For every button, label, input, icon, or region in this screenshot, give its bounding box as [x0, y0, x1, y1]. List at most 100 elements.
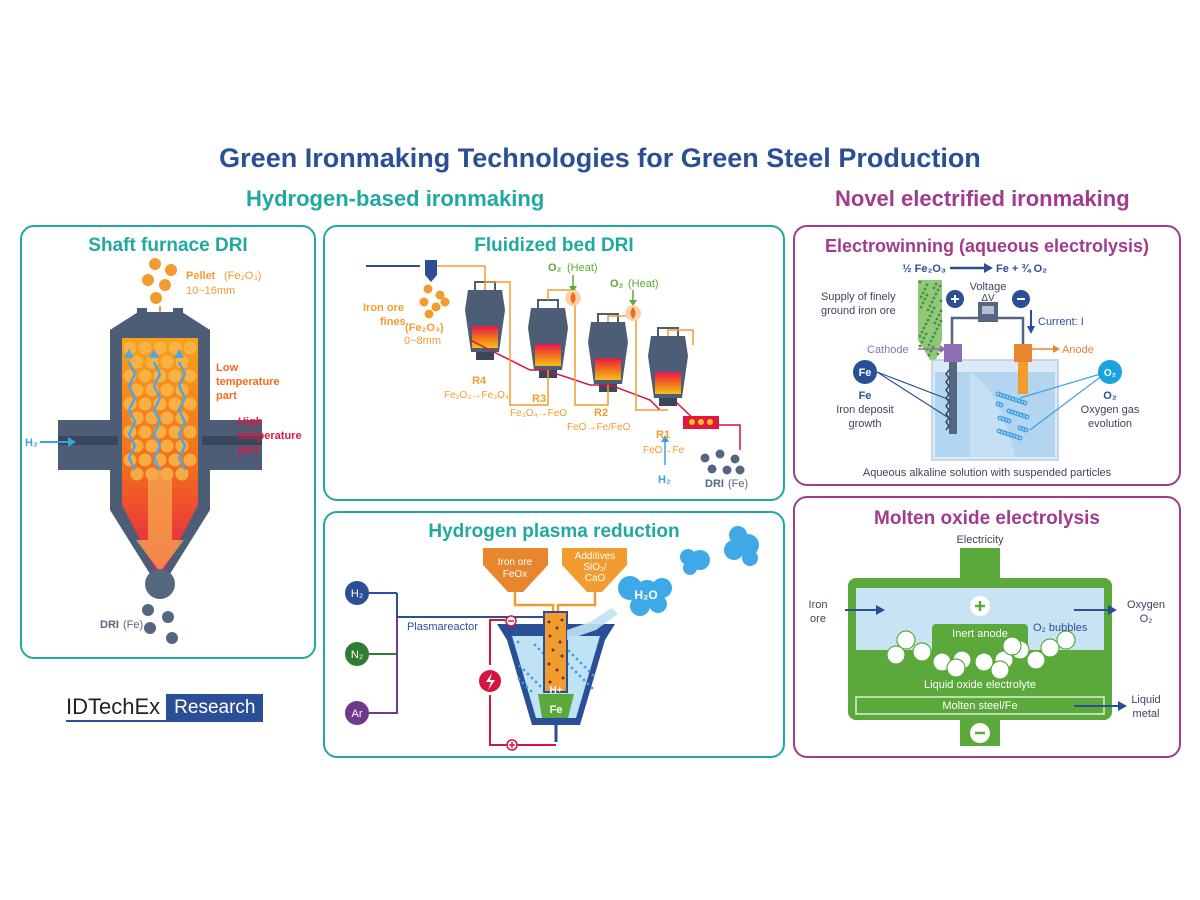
- r3-equation: Fe₃O₄→FeO: [510, 408, 567, 419]
- o2-label: O₂: [1103, 390, 1117, 402]
- panel-title-molten: Molten oxide electrolysis: [874, 508, 1100, 529]
- ar-gas-label: Ar: [352, 708, 363, 720]
- supply-label-2: ground iron ore: [821, 305, 896, 317]
- logo-research: Research: [166, 694, 264, 722]
- cathode-electrode: [944, 344, 962, 362]
- fe-desc-1: Iron deposit: [836, 404, 893, 416]
- h2o-label: H₂O: [634, 588, 657, 602]
- voltage-label: Voltage: [970, 281, 1007, 293]
- fines-size: 0~8mm: [404, 335, 441, 347]
- high-temp-label-3: part: [238, 444, 259, 456]
- reactor-series: [465, 281, 688, 406]
- hopper-iron-ore: [483, 548, 548, 592]
- fe-symbol-circle: [853, 360, 877, 384]
- pellet-bed: [123, 341, 197, 481]
- panel-title-plasma: Hydrogen plasma reduction: [428, 521, 680, 542]
- fluid-dri-fe: (Fe): [728, 478, 748, 490]
- n2-gas-label: N₂: [351, 649, 363, 661]
- hplus-label: H+: [549, 685, 562, 696]
- o2-desc-1: Oxygen gas: [1081, 404, 1140, 416]
- plasma-torch: [543, 611, 568, 693]
- iron-ore-label-2: ore: [810, 613, 826, 625]
- fluid-dri-label: DRI: [705, 478, 724, 490]
- fines-formula: (Fe₂O₃): [405, 322, 444, 334]
- o2-desc-2: evolution: [1088, 418, 1132, 430]
- shaft-dri-label: DRI: [100, 619, 119, 631]
- plasma-hydrogen-dots: [516, 640, 595, 693]
- fe-label: Fe: [859, 390, 872, 402]
- panel-title-electrowinning: Electrowinning (aqueous electrolysis): [824, 236, 1150, 256]
- hopper2-label-3: CaO: [585, 573, 606, 584]
- dv-label: ΔV: [981, 293, 995, 304]
- inert-anode-label: Inert anode: [952, 628, 1008, 640]
- pellet-formula: (Fe₂O₃): [224, 270, 261, 282]
- logo-name: IDTechEx: [66, 694, 167, 722]
- gas-flow-arrows: [127, 361, 187, 471]
- low-temp-label-2: temperature: [216, 376, 280, 388]
- page-title: Green Ironmaking Technologies for Green …: [219, 143, 981, 173]
- o2-symbol-circle: [1098, 360, 1122, 384]
- panel-title-fluidized: Fluidized bed DRI: [474, 235, 634, 256]
- dri-output-dots: [142, 604, 178, 644]
- h2-gas-label: H₂: [351, 588, 363, 600]
- high-temp-label-2: temperature: [238, 430, 302, 442]
- liquid-metal-label-2: metal: [1133, 708, 1160, 720]
- r4-equation: Fe₂O₃→Fe₃O₄: [444, 390, 509, 401]
- feed-hopper: [425, 260, 437, 282]
- oxygen-bubbles: [995, 391, 1030, 441]
- o2-bubble-cluster: [886, 630, 1076, 680]
- idtechex-logo: IDTechEx Research: [66, 693, 264, 723]
- molten-steel-label: Molten steel/Fe: [942, 700, 1017, 712]
- cathode-label: Cathode: [867, 344, 909, 356]
- anode-electrode: [1014, 344, 1032, 362]
- oxygen-label-2: O₂: [1140, 613, 1153, 625]
- section-heading-electrified: Novel electrified ironmaking: [835, 186, 1130, 211]
- shaft-h2-label: H₂: [25, 437, 38, 449]
- r3-label: R3: [532, 393, 546, 405]
- o2-symbol: O₂: [1104, 368, 1116, 379]
- hopper1-label-1: Iron ore: [498, 557, 533, 568]
- hopper2-label-2: SiO₂/: [583, 562, 607, 573]
- reaction-right: Fe + ¾ O₂: [996, 263, 1047, 275]
- fines-label-2: fines: [380, 316, 406, 328]
- current-label: Current: I: [1038, 316, 1084, 328]
- o2-label-2: O₂: [610, 278, 624, 290]
- torch-particles: [547, 618, 565, 684]
- fe-desc-2: growth: [848, 418, 881, 430]
- iron-ore-label-1: Iron: [809, 599, 828, 611]
- plasma-fe-label: Fe: [550, 704, 563, 716]
- o2-heat-1: (Heat): [567, 262, 598, 274]
- n2-gas-node: [345, 642, 369, 666]
- hopper-additives: [562, 548, 627, 592]
- low-temp-label-1: Low: [216, 362, 238, 374]
- r2-equation: FeO→Fe/FeO: [567, 422, 631, 433]
- r2-label: R2: [594, 407, 608, 419]
- hopper1-label-2: FeOx: [503, 569, 527, 580]
- liquid-metal-label-1: Liquid: [1131, 694, 1160, 706]
- fluid-h2-label: H₂: [658, 474, 671, 486]
- h2-gas-node: [345, 581, 369, 605]
- fe-symbol: Fe: [859, 367, 872, 379]
- r4-label: R4: [472, 375, 487, 387]
- iron-ore-fines-dots: [419, 284, 450, 319]
- low-temp-label-3: part: [216, 390, 237, 402]
- pellet-dots: [142, 258, 177, 304]
- supply-label-1: Supply of finely: [821, 291, 896, 303]
- electrolyte-label: Liquid oxide electrolyte: [924, 679, 1036, 691]
- hopper2-label-1: Additives: [575, 551, 616, 562]
- anode-label: Anode: [1062, 344, 1094, 356]
- panel-title-shaft: Shaft furnace DRI: [88, 235, 248, 256]
- oxygen-label-1: Oxygen: [1127, 599, 1165, 611]
- reaction-left: ½ Fe₂O₃: [902, 263, 946, 275]
- panel-shaft-furnace: Shaft furnace DRI: [20, 225, 316, 659]
- r1-equation: FeO→Fe: [643, 445, 685, 456]
- o2-heat-2: (Heat): [628, 278, 659, 290]
- pellet-label: Pellet: [186, 270, 216, 282]
- solution-label: Aqueous alkaline solution with suspended…: [863, 467, 1112, 479]
- o2-bubbles-label: O₂ bubbles: [1033, 622, 1088, 634]
- fluid-dri-dots: [700, 449, 745, 475]
